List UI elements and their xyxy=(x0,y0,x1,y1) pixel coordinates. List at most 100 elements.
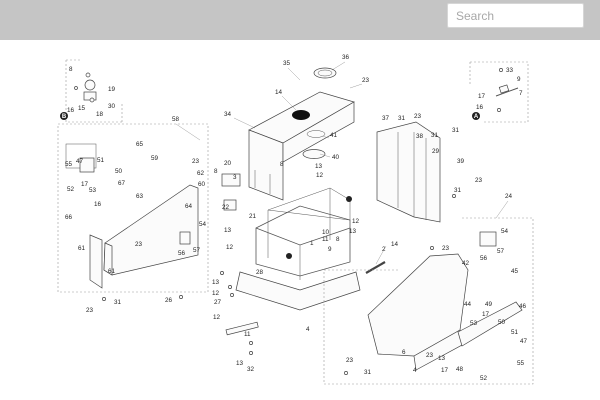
right-cover-group xyxy=(323,217,534,385)
label: 12 xyxy=(212,290,220,297)
left-panel-group xyxy=(57,123,209,293)
label: 66 xyxy=(65,214,73,221)
label: 50 xyxy=(498,319,506,326)
label: 15 xyxy=(78,105,86,112)
label: 14 xyxy=(391,241,399,248)
label: 23 xyxy=(362,77,370,84)
label: 50 xyxy=(115,168,123,175)
top-cover-part xyxy=(248,91,355,201)
label: 17 xyxy=(81,181,89,188)
label: 18 xyxy=(96,111,104,118)
label: 8 xyxy=(214,168,218,175)
label: 13 xyxy=(349,228,357,235)
label: 1 xyxy=(310,240,314,247)
label: 55 xyxy=(517,360,525,367)
label: 17 xyxy=(482,311,490,318)
label: 52 xyxy=(480,375,488,382)
label: 34 xyxy=(224,111,232,118)
label: 26 xyxy=(165,297,173,304)
ring-part xyxy=(313,67,337,79)
label: 11 xyxy=(322,236,329,243)
label: 23 xyxy=(475,177,483,184)
label: 47 xyxy=(520,338,528,345)
label: 33 xyxy=(506,67,514,74)
label: 29 xyxy=(432,148,440,155)
label: 8 xyxy=(280,161,284,168)
label: 16 xyxy=(94,201,102,208)
label: 67 xyxy=(118,180,126,187)
callout-b-label: B xyxy=(62,114,67,120)
callout-a xyxy=(472,112,480,120)
label: 3 xyxy=(233,174,237,181)
label: 13 xyxy=(315,163,323,170)
small-hardware xyxy=(102,173,456,375)
detail-inset-a: A xyxy=(469,61,529,123)
label: 38 xyxy=(416,133,424,140)
label: 28 xyxy=(256,269,264,276)
label: 47 xyxy=(76,158,84,165)
label: 12 xyxy=(316,172,324,179)
label: 31 xyxy=(364,369,372,376)
label: 44 xyxy=(464,301,472,308)
label: 17 xyxy=(441,367,449,374)
label: 51 xyxy=(97,157,105,164)
label: 14 xyxy=(275,89,283,96)
cap-part xyxy=(302,149,326,159)
label: 48 xyxy=(456,366,464,373)
label: 22 xyxy=(222,204,230,211)
label: 7 xyxy=(519,90,523,97)
label: 36 xyxy=(342,54,350,61)
label: 41 xyxy=(330,132,338,139)
label: 55 xyxy=(65,161,73,168)
label: 51 xyxy=(511,329,519,336)
label: 42 xyxy=(462,260,470,267)
label: 46 xyxy=(519,303,527,310)
label: 16 xyxy=(67,107,75,114)
label: 10 xyxy=(322,229,330,236)
label: 23 xyxy=(86,307,94,314)
label: 32 xyxy=(247,366,255,373)
part-labels: 8 19 30 18 15 16 33 9 7 17 16 35 36 23 1… xyxy=(65,54,528,382)
callout-b xyxy=(60,112,68,120)
label: 16 xyxy=(476,104,484,111)
callout-a-label: A xyxy=(474,114,479,120)
label: 13 xyxy=(236,360,244,367)
search-input[interactable] xyxy=(447,3,584,28)
label: 56 xyxy=(178,250,186,257)
label: 61 xyxy=(108,268,116,275)
label: 8 xyxy=(336,236,340,243)
label: 27 xyxy=(214,299,222,306)
label: 6 xyxy=(402,349,406,356)
label: 12 xyxy=(226,244,234,251)
label: 40 xyxy=(332,154,340,161)
main-frame-part xyxy=(235,187,361,311)
label: 19 xyxy=(108,86,116,93)
detail-inset-b: B xyxy=(60,59,123,123)
label: 31 xyxy=(454,187,462,194)
label: 9 xyxy=(517,76,521,83)
label: 59 xyxy=(151,155,159,162)
label: 12 xyxy=(352,218,360,225)
label: 35 xyxy=(283,60,291,67)
label: 31 xyxy=(398,115,406,122)
label: 11 xyxy=(244,331,251,338)
label: 4 xyxy=(413,367,417,374)
label: 13 xyxy=(212,279,220,286)
label: 56 xyxy=(480,255,488,262)
label: 54 xyxy=(501,228,509,235)
label: 58 xyxy=(172,116,180,123)
label: 57 xyxy=(497,248,505,255)
label: 23 xyxy=(346,357,354,364)
label: 31 xyxy=(431,132,439,139)
label: 53 xyxy=(470,320,478,327)
label: 49 xyxy=(485,301,493,308)
label: 60 xyxy=(198,181,206,188)
label: 4 xyxy=(306,326,310,333)
label: 23 xyxy=(414,113,422,120)
label: 45 xyxy=(511,268,519,275)
label: 30 xyxy=(108,103,116,110)
label: 63 xyxy=(136,193,144,200)
label: 13 xyxy=(224,227,232,234)
label: 8 xyxy=(69,66,73,73)
label: 23 xyxy=(442,245,450,252)
